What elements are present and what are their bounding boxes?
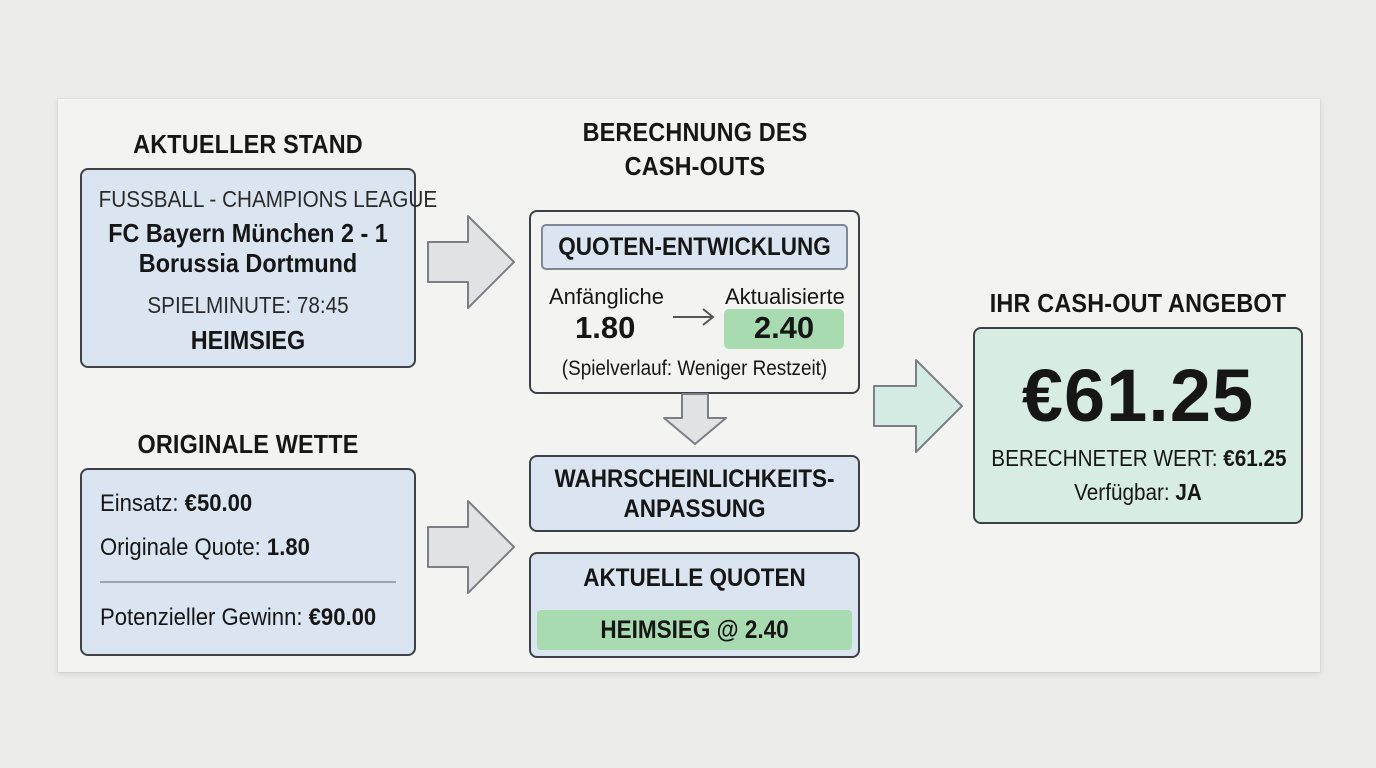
arrow-bet-to-calc-icon <box>427 500 515 594</box>
updated-odds-label: Aktualisierte <box>725 284 845 309</box>
original-bet-heading: ORIGINALE WETTE <box>137 429 359 459</box>
initial-odds-value: 1.80 <box>575 310 636 345</box>
probability-line-2: ANPASSUNG <box>623 495 766 523</box>
computed-value: €61.25 <box>1223 445 1287 471</box>
original-bet-box: Einsatz: €50.00 Originale Quote: 1.80 Po… <box>80 468 416 656</box>
arrow-to-offer-icon <box>873 359 963 453</box>
updated-odds-value: 2.40 <box>753 310 815 345</box>
odds-change-arrow-icon <box>673 308 715 326</box>
availability-row: Verfügbar: JA <box>991 479 1284 506</box>
odds-development-title-box: QUOTEN-ENTWICKLUNG <box>541 224 848 270</box>
updated-odds-highlight: 2.40 <box>724 309 844 349</box>
odds-development-box: QUOTEN-ENTWICKLUNG Anfängliche 1.80 Aktu… <box>529 210 860 394</box>
bet-type: HEIMSIEG <box>190 325 306 355</box>
current-status-heading: AKTUELLER STAND <box>133 129 363 159</box>
calculation-heading-line-2: CASH-OUTS <box>624 151 766 181</box>
availability-value: JA <box>1175 479 1202 505</box>
odds-note: (Spielverlauf: Weniger Restzeit) <box>561 357 828 380</box>
computed-value-label: BERECHNETER WERT: <box>991 445 1218 471</box>
initial-odds-label: Anfängliche <box>549 284 664 309</box>
availability-label: Verfügbar: <box>1074 479 1170 505</box>
offer-heading: IHR CASH-OUT ANGEBOT <box>989 288 1287 318</box>
current-odds-box: AKTUELLE QUOTEN HEIMSIEG @ 2.40 <box>529 552 860 658</box>
probability-line-1: WAHRSCHEINLICHKEITS- <box>554 465 835 493</box>
win-value: €90.00 <box>308 604 377 631</box>
odds-row: Originale Quote: 1.80 <box>100 534 310 562</box>
odds-value: 1.80 <box>266 534 310 561</box>
arrow-status-to-calc-icon <box>427 215 515 309</box>
probability-adjustment-box: WAHRSCHEINLICHKEITS- ANPASSUNG <box>529 455 860 532</box>
win-row: Potenzieller Gewinn: €90.00 <box>100 604 376 632</box>
win-label: Potenzieller Gewinn: <box>100 604 303 631</box>
current-odds-highlight: HEIMSIEG @ 2.40 <box>537 610 852 650</box>
bet-divider <box>100 581 396 583</box>
current-odds-value: HEIMSIEG @ 2.40 <box>600 616 789 644</box>
stake-row: Einsatz: €50.00 <box>100 490 252 518</box>
odds-label: Originale Quote: <box>100 534 261 561</box>
match-minute: SPIELMINUTE: 78:45 <box>147 292 349 318</box>
match-line-2: Borussia Dortmund <box>138 248 358 278</box>
computed-value-row: BERECHNETER WERT: €61.25 <box>991 445 1287 472</box>
match-line-1: FC Bayern München 2 - 1 <box>108 218 388 248</box>
current-odds-title: AKTUELLE QUOTEN <box>583 564 806 592</box>
stake-value: €50.00 <box>184 490 253 517</box>
odds-development-title: QUOTEN-ENTWICKLUNG <box>558 233 831 261</box>
calculation-heading-line-1: BERECHNUNG DES <box>582 117 808 147</box>
offer-amount: €61.25 <box>1021 354 1255 437</box>
arrow-down-icon <box>663 393 727 445</box>
current-status-box: FUSSBALL - CHAMPIONS LEAGUE FC Bayern Mü… <box>80 168 438 368</box>
league-label: FUSSBALL - CHAMPIONS LEAGUE <box>98 186 438 212</box>
stake-label: Einsatz: <box>100 490 179 517</box>
cash-out-offer-box: €61.25 BERECHNETER WERT: €61.25 Verfügba… <box>973 327 1303 524</box>
